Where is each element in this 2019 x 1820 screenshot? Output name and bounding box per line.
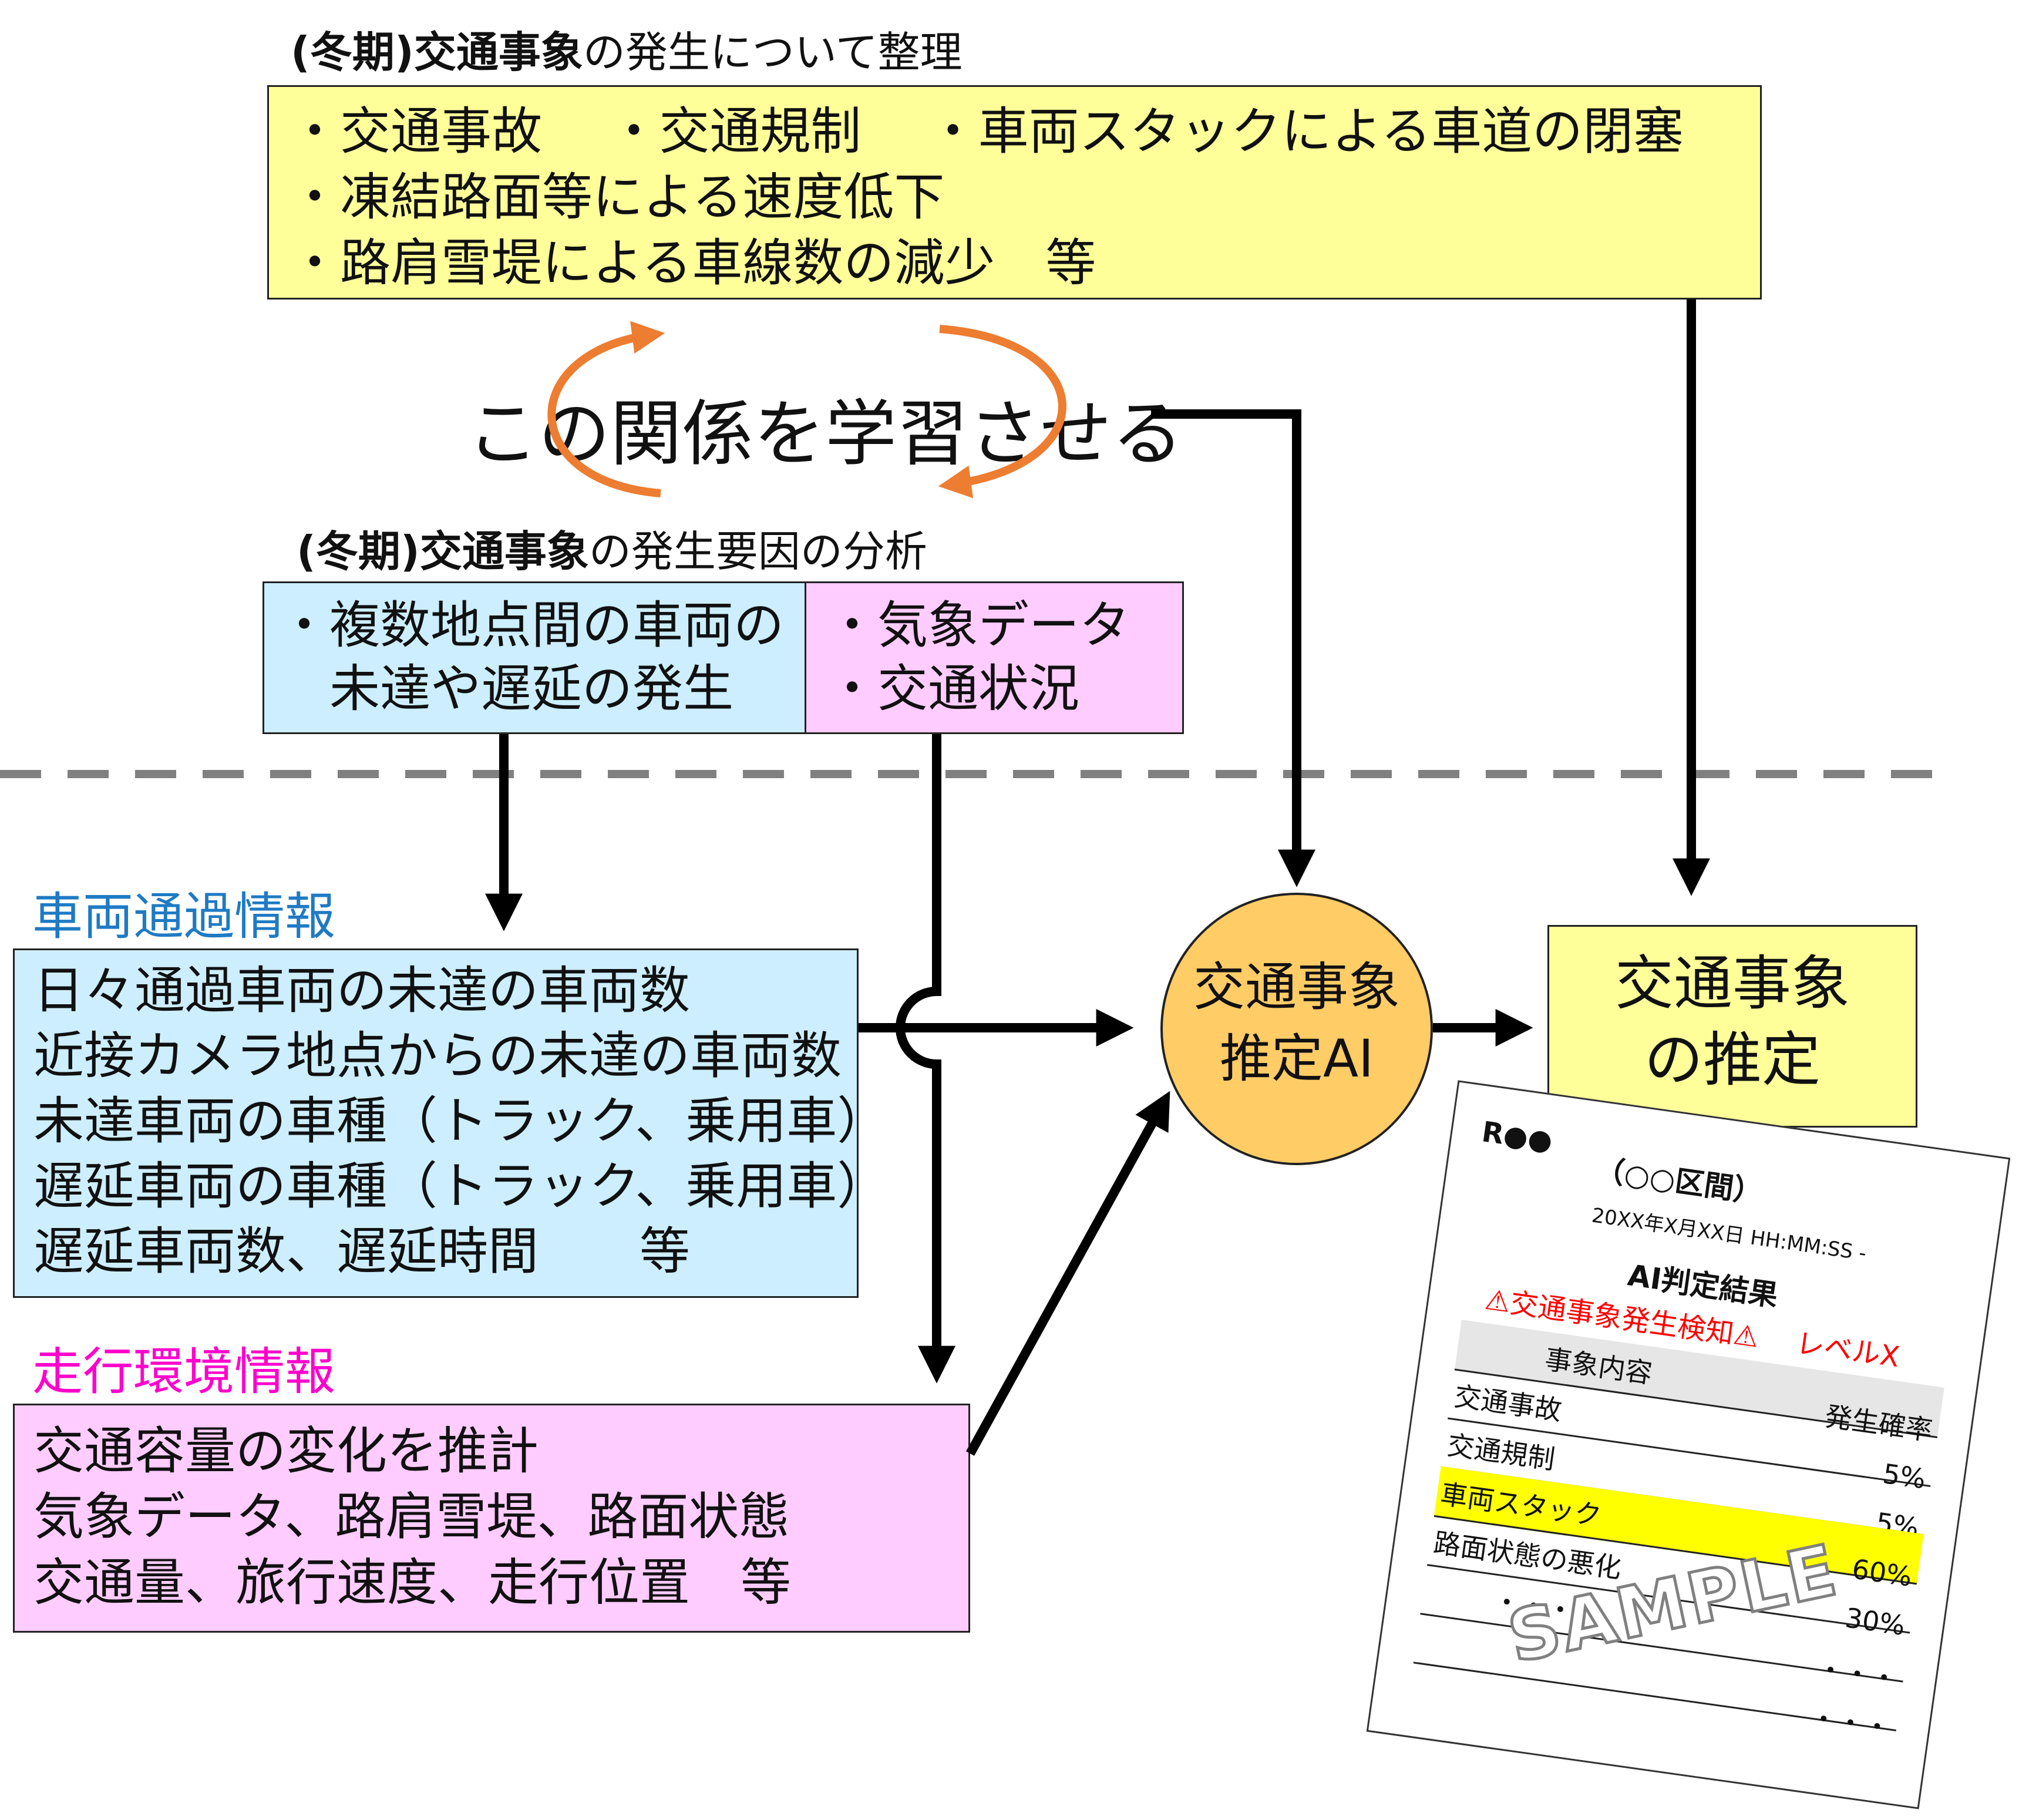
report-level: レベルX [1793,1327,1902,1374]
event-estimate-box: 交通事象 の推定 [1547,925,1917,1128]
env-info-line-1: 交通容量の変化を推計 [33,1422,539,1481]
factor-heading: (冬期)交通事象の発生要因の分析 [297,517,927,578]
env-info-box: 交通容量の変化を推計 気象データ、路肩雪堤、路面状態 交通量、旅行速度、走行位置… [13,1404,970,1633]
ai-circle-node [1160,893,1433,1165]
ai-node-line-2: 推定AI [1219,1028,1374,1089]
ai-node-line-1: 交通事象 [1193,957,1400,1017]
arrow-learn-to-ai [1151,409,1315,887]
learn-cycle-arrow-left-icon [547,321,665,497]
factor-weather-line-1: ・気象データ [827,596,1130,655]
factor-weather-line-2: ・交通状況 [827,660,1079,718]
arrow-weather-to-env-info [896,734,955,1384]
vehicle-info-label: 車両通過情報 [32,887,335,946]
env-info-line-2: 気象データ、路肩雪堤、路面状態 [33,1488,790,1546]
vehicle-info-line-5: 遅延車両数、遅延時間 等 [33,1222,690,1281]
factor-heading-bold: (冬期)交通事象 [297,527,589,576]
vehicle-info-box: 日々通過車両の未達の車両数 近接カメラ地点からの未達の車両数 未達車両の車種（ト… [13,948,888,1298]
env-info-label: 走行環境情報 [32,1343,335,1401]
event-types-line-1: ・交通事故 ・交通規制 ・車両スタックによる車道の閉塞 [290,102,1684,161]
vehicle-info-line-4: 遅延車両の車種（トラック、乗用車） [33,1157,888,1216]
vehicle-info-line-3: 未達車両の車種（トラック、乗用車） [33,1092,888,1150]
event-types-line-2: ・凍結路面等による速度低下 [290,168,945,227]
ai-node-text: 交通事象 推定AI [1162,951,1432,1095]
event-types-line-3: ・路肩雪堤による車線数の減少 等 [290,234,1096,292]
event-estimate-line-1: 交通事象 [1615,949,1850,1018]
event-estimate-line-2: の推定 [1644,1025,1821,1094]
sample-report-card: R●● （○○区間） 20XX年X月XX日 HH:MM:SS - AI判定結果 … [1366,1080,2011,1809]
top-heading-bold: (冬期)交通事象 [291,28,583,77]
event-types-box: ・交通事故 ・交通規制 ・車両スタックによる車道の閉塞 ・凍結路面等による速度低… [267,85,1762,300]
env-info-line-3: 交通量、旅行速度、走行位置 等 [33,1553,791,1612]
factor-delay-line-2: 未達や遅延の発生 [279,660,733,718]
factor-delay-line-1: ・複数地点間の車両の [279,596,784,655]
factor-heading-rest: の発生要因の分析 [588,527,927,576]
top-heading-rest: の発生について整理 [583,28,963,77]
report-route: R●● [1479,1115,1555,1158]
arrow-env-to-ai [965,1091,1170,1456]
vehicle-info-line-1: 日々通過車両の未達の車両数 [33,961,690,1020]
report-dots: ・・・ [1808,1701,1893,1745]
top-heading: (冬期)交通事象の発生について整理 [291,18,963,79]
report-section: （○○区間） [1593,1152,1765,1210]
vehicle-info-line-2: 近接カメラ地点からの未達の車両数 [33,1027,842,1085]
factor-weather-box: ・気象データ ・交通状況 [805,581,1184,734]
factor-delay-box: ・複数地点間の車両の 未達や遅延の発生 [263,581,806,734]
learn-cycle-arrow-right-icon [938,325,1066,499]
